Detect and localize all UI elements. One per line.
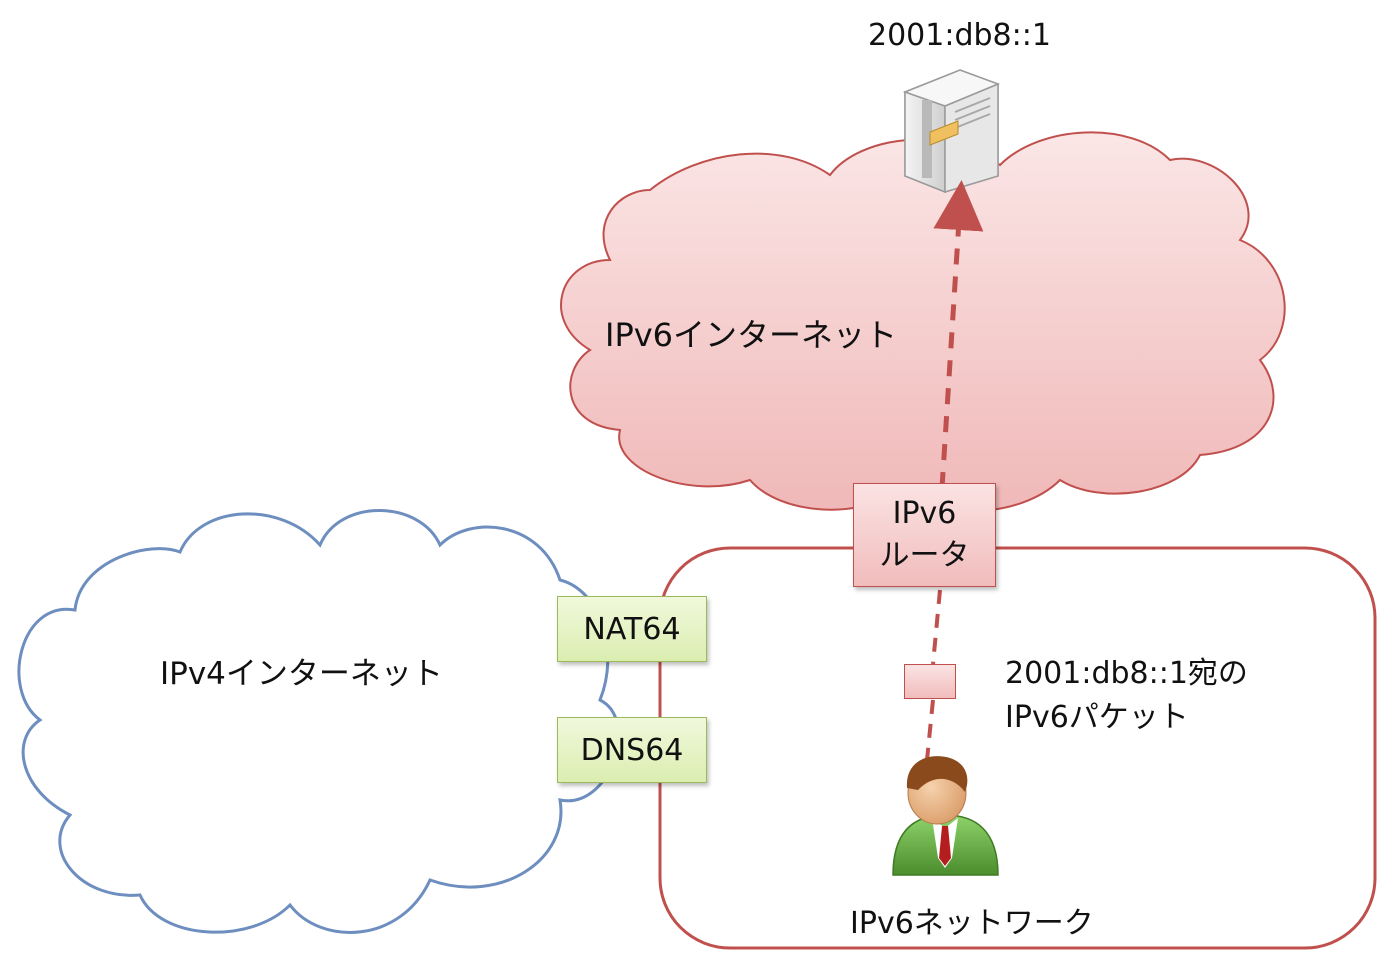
lan-route-line-upper [931, 589, 942, 665]
nat64-box: NAT64 [557, 596, 707, 662]
packet-desc-line1: 2001:db8::1宛の [1005, 656, 1248, 691]
ipv4-internet-label: IPv4インターネット [160, 656, 443, 692]
nat64-label: NAT64 [583, 611, 681, 647]
router-label-line1: IPv6 [892, 496, 957, 531]
dns64-label: DNS64 [580, 732, 684, 768]
user-icon [892, 756, 999, 876]
ipv6-cloud [560, 131, 1286, 513]
dns64-box: DNS64 [557, 717, 707, 783]
packet-desc-line2: IPv6パケット [1005, 700, 1189, 735]
server-address-label: 2001:db8::1 [868, 18, 1051, 53]
packet-route-arrow [933, 180, 984, 489]
ipv6-network-boundary [658, 546, 1377, 950]
server-icon [902, 69, 1001, 194]
lan-route-line-lower [925, 699, 935, 761]
ipv6-router-box: IPv6 ルータ [853, 483, 996, 587]
router-label-line2: ルータ [879, 538, 970, 573]
ipv4-cloud [17, 509, 620, 934]
ipv6-internet-label: IPv6インターネット [605, 316, 898, 354]
packet-icon [904, 664, 956, 699]
ipv6-network-label: IPv6ネットワーク [850, 906, 1094, 941]
